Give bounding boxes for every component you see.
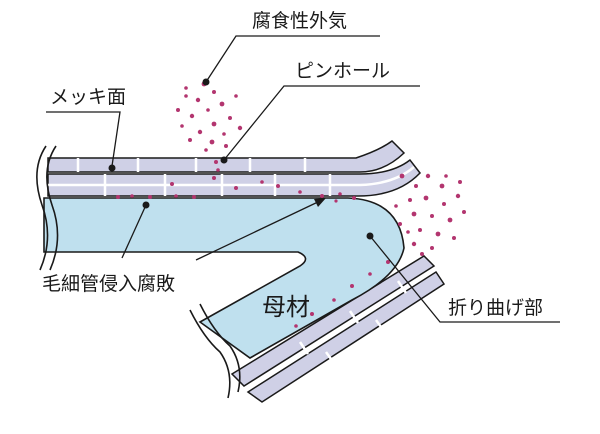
break-lines [36, 145, 241, 399]
label-corrosive-air: 腐食性外気 [252, 10, 347, 32]
leader-dots [108, 78, 374, 240]
corrosion-particles [116, 81, 466, 328]
label-pinhole: ピンホール [295, 60, 390, 82]
upper-plating-layer [47, 140, 421, 197]
label-plating-surface: メッキ面 [50, 86, 126, 108]
label-base-metal: 母材 [262, 293, 310, 321]
label-capillary-corrosion: 毛細管侵入腐敗 [42, 273, 175, 295]
leader-lines [46, 35, 560, 323]
label-bend: 折り曲げ部 [448, 297, 543, 319]
capillary-arrowhead [314, 198, 326, 207]
base-metal-plate [43, 197, 405, 359]
